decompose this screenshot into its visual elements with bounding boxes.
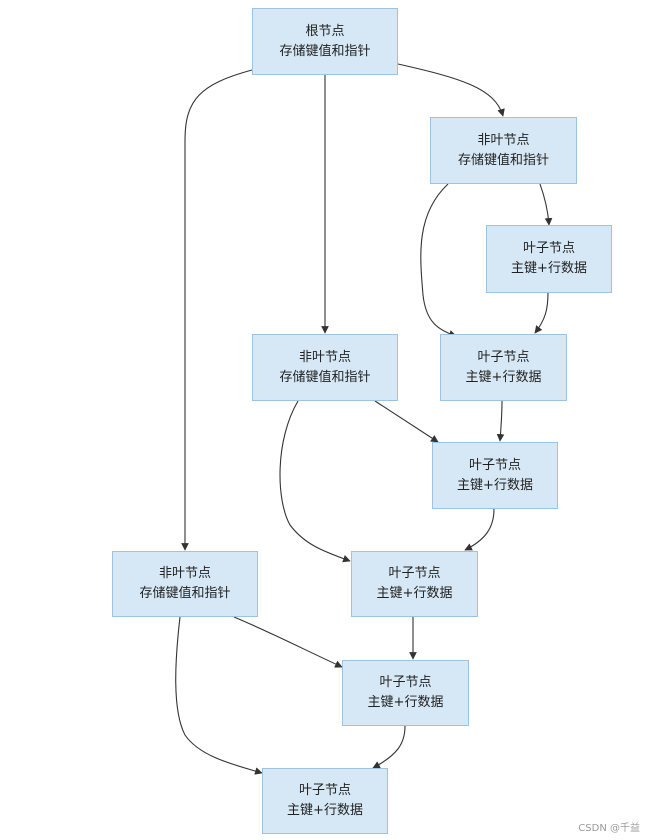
root-node-title: 根节点: [305, 23, 345, 39]
edge-root-nl1: [397, 63, 505, 117]
edge-nl3-leaf6: [175, 616, 263, 775]
edge-root-nl3: [181, 69, 253, 551]
edge-leaf5-leaf6: [372, 725, 406, 769]
leaf-node-5-desc: 主键+行数据: [367, 695, 444, 710]
non-leaf-node-2-desc: 存储键值和指针: [279, 369, 371, 385]
non-leaf-node-2-title: 非叶节点: [298, 349, 351, 365]
leaf-node-3-title: 叶子节点: [468, 457, 521, 473]
leaf-node-3-desc: 主键+行数据: [457, 477, 533, 493]
leaf-node-5-title: 叶子节点: [379, 675, 432, 690]
leaf-node-2-title: 叶子节点: [477, 349, 530, 365]
leaf-node-2: 叶子节点 主键+行数据: [440, 334, 567, 401]
non-leaf-node-1: 非叶节点 存储键值和指针: [430, 117, 577, 184]
leaf-node-1-title: 叶子节点: [522, 241, 575, 256]
leaf-node-6: 叶子节点 主键+行数据: [262, 768, 388, 834]
non-leaf-node-1-desc: 存储键值和指针: [457, 152, 549, 168]
non-leaf-node-3-title: 非叶节点: [158, 566, 211, 581]
non-leaf-node-2: 非叶节点 存储键值和指针: [252, 334, 398, 401]
leaf-node-4-title: 叶子节点: [388, 566, 441, 581]
edge-nl1-leaf1: [539, 183, 553, 226]
edge-leaf2-leaf3: [496, 400, 505, 442]
non-leaf-node-3: 非叶节点 存储键值和指针: [112, 551, 258, 617]
leaf-node-1-desc: 主键+行数据: [511, 261, 587, 276]
edge-nl2-leaf3: [374, 400, 439, 443]
edge-nl1-leaf2: [420, 183, 457, 338]
leaf-node-1: 叶子节点 主键+行数据: [486, 225, 612, 293]
edge-nl3-leaf5: [233, 616, 343, 668]
leaf-node-6-title: 叶子节点: [298, 783, 351, 798]
edge-nl2-leaf4: [279, 400, 351, 563]
root-node: 根节点 存储键值和指针: [252, 8, 398, 75]
leaf-node-6-desc: 主键+行数据: [287, 803, 363, 818]
leaf-node-3: 叶子节点 主键+行数据: [432, 442, 558, 509]
watermark: CSDN @千益: [578, 823, 640, 834]
leaf-node-2-desc: 主键+行数据: [465, 369, 542, 385]
non-leaf-node-1-title: 非叶节点: [477, 132, 530, 148]
leaf-node-4-desc: 主键+行数据: [376, 586, 453, 601]
edge-leaf3-leaf4: [464, 508, 495, 551]
non-leaf-node-3-desc: 存储键值和指针: [139, 586, 231, 601]
root-node-desc: 存储键值和指针: [279, 43, 371, 59]
edge-leaf1-leaf2: [534, 292, 549, 334]
leaf-node-5: 叶子节点 主键+行数据: [342, 660, 469, 726]
leaf-node-4: 叶子节点 主键+行数据: [351, 551, 478, 617]
